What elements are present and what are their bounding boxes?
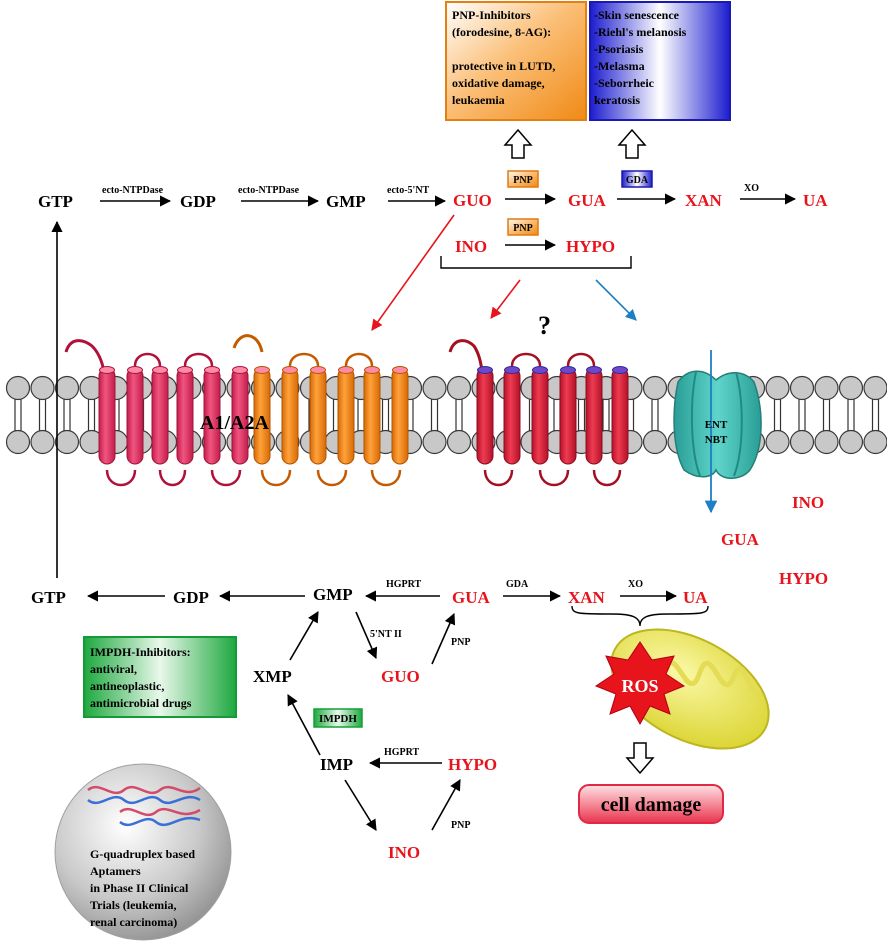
- hollow-up-arrow-pnp: [503, 128, 533, 159]
- extracellular-gdp: GDP: [180, 192, 216, 211]
- hgprt-label-2: HGPRT: [384, 747, 420, 758]
- svg-text:PNP: PNP: [513, 223, 532, 234]
- extracellular-ua: UA: [803, 191, 828, 210]
- pnp-inhibitor-box: PNP-Inhibitors (forodesine, 8-AG): prote…: [445, 1, 587, 121]
- extracellular-guo: GUO: [453, 191, 492, 210]
- svg-text:G-quadruplex based Aptam: G-quadruplex based Aptamers in Phase II …: [90, 847, 198, 929]
- intracellular-xmp: XMP: [253, 667, 292, 686]
- ent-label: ENT: [705, 419, 728, 431]
- unknown-receptor-question-mark: ?: [538, 311, 551, 340]
- impdh-tag: IMPDH: [313, 708, 363, 728]
- gda-disease-box: -Skin senescence -Riehl's melanosis -Pso…: [589, 1, 731, 121]
- extracellular-gtp: GTP: [38, 192, 73, 211]
- nbt-label: NBT: [705, 434, 728, 446]
- intracellular-hypo-pathway: HYPO: [448, 755, 497, 774]
- extracellular-hypo: HYPO: [566, 237, 615, 256]
- intracellular-ino: INO: [792, 493, 824, 512]
- top-xo-label: XO: [744, 183, 759, 194]
- ent-nbt-transporter: [673, 350, 762, 514]
- bottom-pnp-label-1: PNP: [451, 637, 470, 648]
- intracellular-hypo: HYPO: [779, 569, 828, 588]
- extracellular-ino: INO: [455, 237, 487, 256]
- guo-to-receptor-arrow: [371, 214, 455, 331]
- extracellular-arrows: [51, 193, 797, 578]
- hgprt-label-1: HGPRT: [386, 579, 422, 590]
- extracellular-gua: GUA: [568, 191, 607, 210]
- metabolites-to-transporter-arrow: [595, 279, 637, 321]
- intracellular-gua: GUA: [721, 530, 760, 549]
- svg-text:PNP: PNP: [513, 175, 532, 186]
- svg-text:GDA: GDA: [626, 175, 649, 186]
- intracellular-arrows: [86, 590, 709, 831]
- extracellular-xan: XAN: [685, 191, 723, 210]
- a1-a2a-label: A1/A2A: [200, 412, 269, 434]
- intracellular-gmp: GMP: [313, 585, 353, 604]
- intracellular-guo: GUO: [381, 667, 420, 686]
- ecto-ntpdase-label-1: ecto-NTPDase: [102, 185, 164, 196]
- pnp-tag-2: PNP: [507, 218, 539, 236]
- hollow-down-arrow: [625, 742, 655, 775]
- a2a-receptor: [232, 334, 409, 487]
- intracellular-gua-pathway: GUA: [452, 588, 491, 607]
- extracellular-gmp: GMP: [326, 192, 366, 211]
- intracellular-imp: IMP: [320, 755, 353, 774]
- bottom-xo-label: XO: [628, 579, 643, 590]
- hollow-up-arrow-gda: [617, 128, 647, 159]
- ros-burst: ROS: [594, 641, 686, 726]
- aptamer-sphere: G-quadruplex based Aptamers in Phase II …: [54, 763, 232, 941]
- unknown-receptor: [448, 339, 629, 487]
- bottom-pnp-label-2: PNP: [451, 820, 470, 831]
- cell-damage-box: cell damage: [578, 784, 724, 824]
- intracellular-ino-pathway: INO: [388, 843, 420, 862]
- impdh-inhibitor-box: IMPDH-Inhibitors: antiviral, antineoplas…: [83, 636, 237, 718]
- a1-receptor: [64, 339, 249, 487]
- intracellular-gtp: GTP: [31, 588, 66, 607]
- dna-helix-icon: [87, 785, 201, 827]
- intracellular-ua: UA: [683, 588, 708, 607]
- gda-tag: GDA: [621, 170, 653, 188]
- metabolites-to-receptor-arrow: [490, 279, 521, 319]
- svg-text:-Skin senescence -Riehl': -Skin senescence -Riehl's melanosis -Pso…: [594, 8, 689, 107]
- bottom-gda-label: GDA: [506, 579, 529, 590]
- 5nt-ii-label: 5'NT II: [370, 629, 402, 640]
- ecto-5nt-label: ecto-5'NT: [387, 185, 430, 196]
- svg-text:IMPDH: IMPDH: [319, 713, 357, 725]
- pnp-tag-1: PNP: [507, 170, 539, 188]
- cell-damage-label: cell damage: [601, 794, 702, 816]
- svg-text:IMPDH-Inhibitors: antivi: IMPDH-Inhibitors: antiviral, antineoplas…: [90, 645, 194, 710]
- intracellular-gdp: GDP: [173, 588, 209, 607]
- intracellular-xan: XAN: [568, 588, 606, 607]
- ros-label: ROS: [621, 676, 658, 696]
- ecto-ntpdase-label-2: ecto-NTPDase: [238, 185, 300, 196]
- svg-text:PNP-Inhibitors (forodesi: PNP-Inhibitors (forodesine, 8-AG): prote…: [452, 8, 558, 107]
